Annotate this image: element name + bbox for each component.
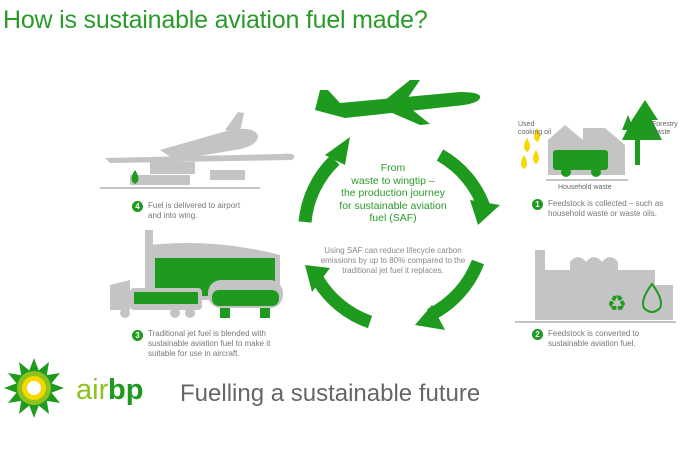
arrowhead xyxy=(325,137,350,165)
heading-line: the production journey xyxy=(341,187,445,199)
label-household-waste: Household waste xyxy=(558,184,612,191)
heading-line: fuel (SAF) xyxy=(369,212,417,224)
step-4-badge: 4 xyxy=(132,201,143,212)
brand-bp: bp xyxy=(108,374,144,406)
center-body-text: Using SAF can reduce lifecycle carbon em… xyxy=(320,246,466,275)
step-1-text: Feedstock is collected – such as househo… xyxy=(548,199,664,218)
fuel-drop-icon xyxy=(131,170,139,184)
center-heading: From waste to wingtip – the production j… xyxy=(318,162,468,225)
bp-helios-logo xyxy=(4,358,64,418)
refinery-icon xyxy=(515,250,676,323)
fuel-drop-icon xyxy=(642,282,662,313)
feedstock-collection-icon xyxy=(546,100,662,181)
step-1-badge: 1 xyxy=(532,199,543,210)
step-2-badge: 2 xyxy=(532,329,543,340)
label-forestry-waste: Forestry waste xyxy=(652,121,678,136)
step-3-badge: 3 xyxy=(132,330,143,341)
arrowhead xyxy=(305,265,330,292)
green-airplane-icon xyxy=(315,80,481,125)
heading-line: From xyxy=(380,162,406,174)
step-3-text: Traditional jet fuel is blended with sus… xyxy=(148,329,271,358)
arrowhead xyxy=(415,305,445,330)
brand-tagline: Fuelling a sustainable future xyxy=(180,380,481,407)
fuel-tank-truck-icon xyxy=(110,230,283,318)
step-4-text: Fuel is delivered to airport and into wi… xyxy=(148,201,241,220)
grey-airplane-icon xyxy=(105,112,295,185)
heading-line: waste to wingtip – xyxy=(351,174,435,187)
cycle-arrow-top-left xyxy=(298,155,340,223)
recycle-icon: ♻ xyxy=(607,291,627,316)
cooking-oil-drops-icon xyxy=(521,128,540,169)
step-2-text: Feedstock is converted to sustainable av… xyxy=(548,329,640,348)
page-title: How is sustainable aviation fuel made? xyxy=(3,6,428,34)
brand-air: air xyxy=(76,374,109,406)
label-used-cooking-oil: Used cooking oil xyxy=(518,121,552,136)
arrowhead xyxy=(470,200,500,225)
cycle-arrow-bottom-right xyxy=(426,259,485,321)
cycle-arrow-bottom-left xyxy=(312,276,373,329)
heading-line: for sustainable aviation xyxy=(339,199,447,212)
